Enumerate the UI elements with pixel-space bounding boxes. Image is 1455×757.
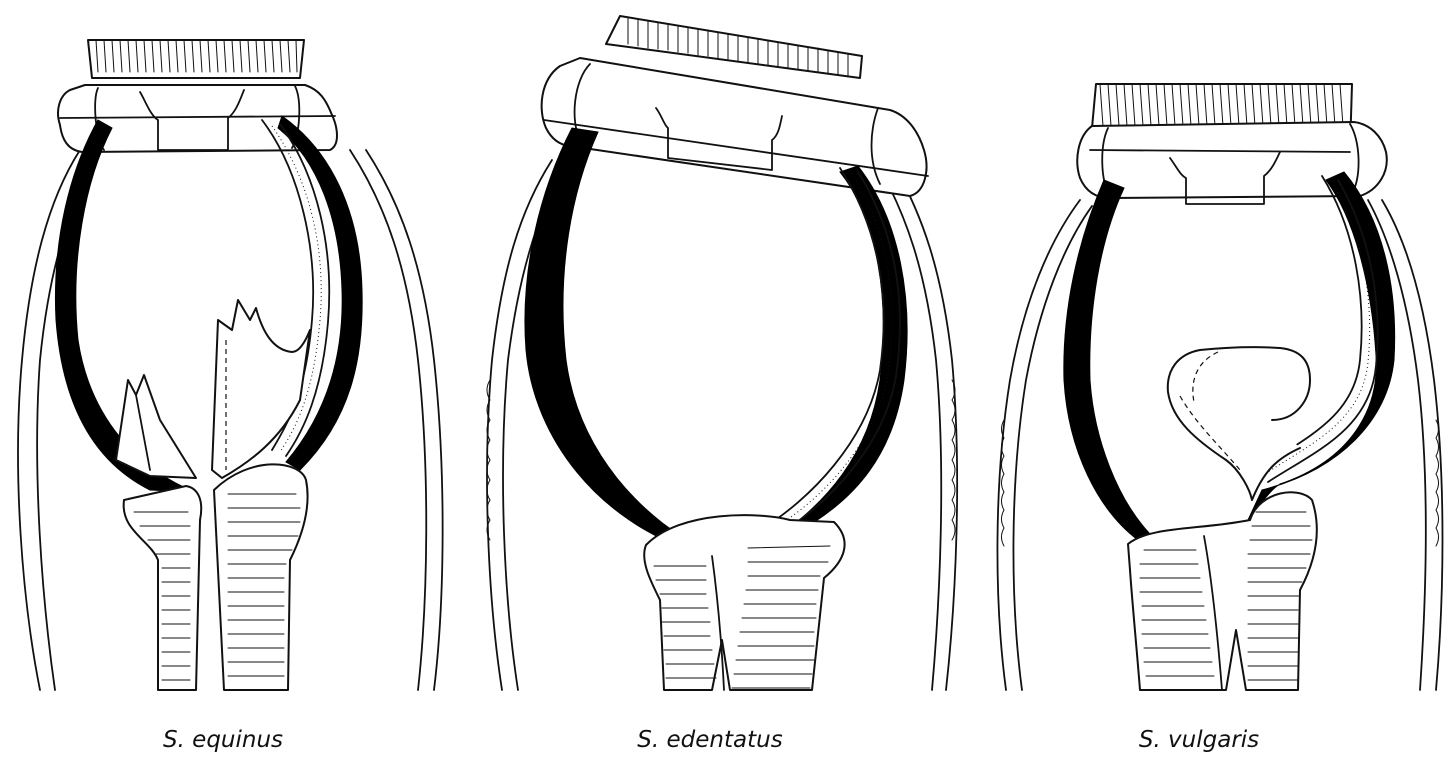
buccal-capsule-drawings [0,0,1455,700]
s-edentatus-drawing [487,16,957,690]
caption-s-vulgaris: S. vulgaris [1139,727,1259,753]
caption-s-equinus: S. equinus [163,727,283,753]
caption-s-edentatus: S. edentatus [637,727,782,753]
s-vulgaris-drawing [997,84,1442,690]
s-equinus-drawing [18,40,443,690]
